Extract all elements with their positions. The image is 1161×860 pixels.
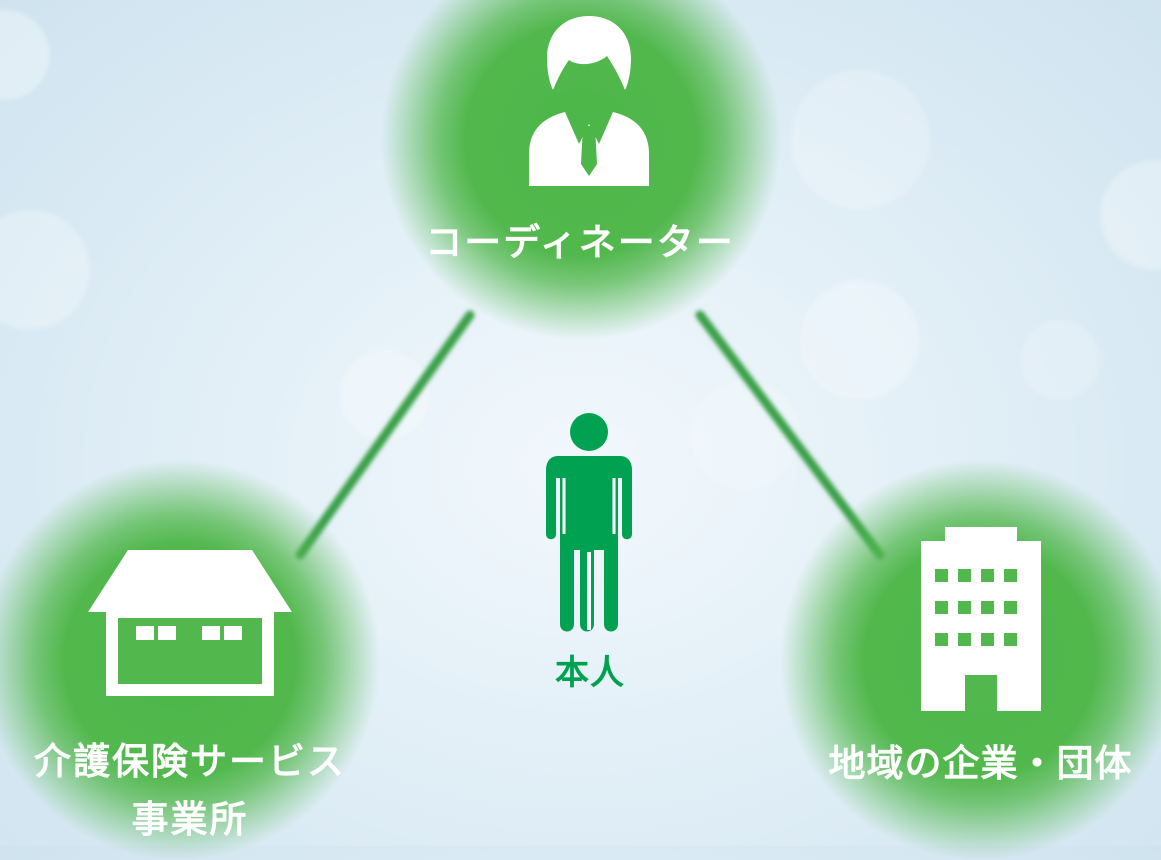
businessperson-icon: [529, 16, 649, 186]
background-bokeh: [690, 380, 800, 490]
background-bokeh: [800, 280, 920, 400]
house-icon: [88, 550, 292, 696]
building-icon: [921, 527, 1041, 711]
node-coordinator-label: コーディネーター: [425, 221, 735, 264]
person-icon: [546, 413, 632, 632]
node-care-service-label-line1: 介護保険サービス: [34, 740, 346, 783]
center-self-label: 本人: [555, 653, 625, 693]
node-care-service-label: 介護保険サービス 事業所: [0, 733, 380, 849]
background-bokeh: [790, 70, 930, 210]
link-coordinator-care: [295, 310, 475, 560]
background-bokeh: [1020, 320, 1100, 400]
node-company-label: 地域の企業・団体: [828, 742, 1133, 785]
node-care-service-label-line2: 事業所: [131, 798, 249, 841]
